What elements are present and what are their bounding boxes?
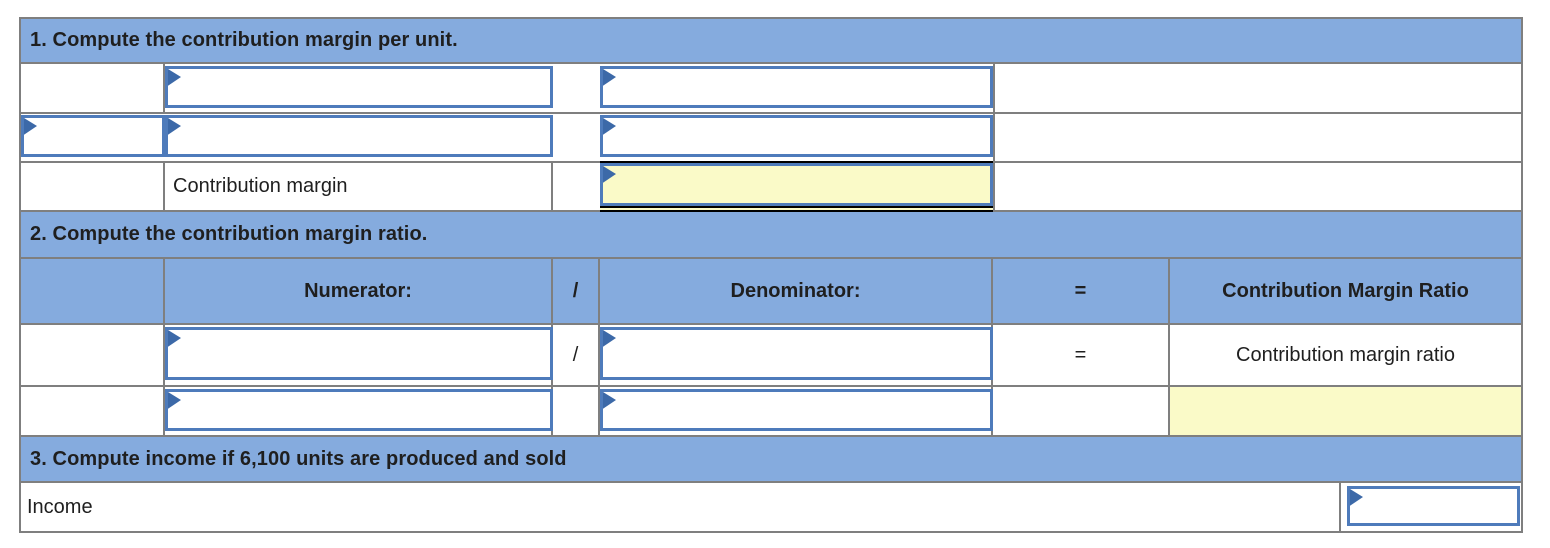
- section2-row2: [21, 387, 1521, 437]
- section1-title: 1. Compute the contribution margin per u…: [30, 29, 458, 51]
- s1-r2-right-blank-cell: [993, 114, 1521, 161]
- s2-row2-denominator-amount-input[interactable]: [600, 389, 993, 431]
- section1-row1: [21, 64, 1521, 114]
- ratio-result-label-cell: Contribution margin ratio: [1170, 325, 1521, 385]
- s1-row2-amount-input[interactable]: [600, 115, 993, 157]
- contribution-margin-label: Contribution margin: [173, 175, 348, 197]
- section2-header: 2. Compute the contribution margin ratio…: [21, 212, 1521, 259]
- section2-column-headers: Numerator: / Denominator: = Contribution…: [21, 259, 1521, 325]
- s1-r3-right-blank-cell: [993, 163, 1521, 210]
- section1-header: 1. Compute the contribution margin per u…: [21, 19, 1521, 64]
- s2-r2-equals-blank-cell: [993, 387, 1170, 435]
- denominator-header-label: Denominator:: [730, 279, 861, 302]
- s2-r2-slash-blank-cell: [553, 387, 600, 435]
- denominator-header-cell: Denominator:: [600, 259, 993, 323]
- s2-r1-equals-cell: =: [993, 325, 1170, 385]
- s1-row1-item-select[interactable]: [165, 66, 553, 108]
- s2-row2-numerator-amount-input[interactable]: [165, 389, 553, 431]
- s1-r1-blank-cell: [21, 64, 165, 112]
- s2-ratio-result-cell: [1170, 387, 1521, 435]
- section3-header: 3. Compute income if 6,100 units are pro…: [21, 437, 1521, 483]
- dropdown-marker-icon: [603, 69, 616, 86]
- section1-row2: [21, 114, 1521, 163]
- slash-header-cell: /: [553, 259, 600, 323]
- section3-title: 3. Compute income if 6,100 units are pro…: [30, 447, 567, 470]
- s1-r1-right-blank-cell: [993, 64, 1521, 112]
- equals-header-cell: =: [993, 259, 1170, 323]
- s2-row1-numerator-select[interactable]: [165, 327, 553, 380]
- ratio-result-label: Contribution margin ratio: [1236, 343, 1455, 366]
- equals-operator: =: [1074, 343, 1087, 366]
- single-rule-line: [600, 161, 993, 163]
- s1-r3-blank-cell: [21, 163, 165, 210]
- section1-row3: Contribution margin: [21, 161, 1521, 214]
- double-rule-line: [600, 206, 993, 214]
- dropdown-marker-icon: [168, 69, 181, 86]
- dropdown-marker-icon: [603, 330, 616, 347]
- dropdown-marker-icon: [1350, 489, 1363, 506]
- ratio-header-cell: Contribution Margin Ratio: [1170, 259, 1521, 323]
- dropdown-marker-icon: [168, 330, 181, 347]
- slash-operator: /: [572, 343, 579, 366]
- s2-r2-blank-cell: [21, 387, 165, 435]
- s1-row2-qualifier-select[interactable]: [21, 115, 165, 157]
- section2-title: 2. Compute the contribution margin ratio…: [30, 223, 428, 245]
- contribution-margin-label-cell: Contribution margin: [165, 163, 553, 210]
- numerator-header-cell: Numerator:: [165, 259, 553, 323]
- income-label-cell: Income: [21, 483, 1341, 531]
- slash-header-label: /: [572, 279, 579, 302]
- dropdown-marker-icon: [168, 392, 181, 409]
- s1-contribution-margin-total-input[interactable]: [600, 163, 993, 206]
- contribution-margin-total-wrap: [600, 161, 993, 214]
- dropdown-marker-icon: [603, 166, 616, 183]
- income-label: Income: [27, 495, 93, 518]
- worksheet-table: 1. Compute the contribution margin per u…: [19, 17, 1523, 533]
- dropdown-marker-icon: [603, 392, 616, 409]
- s2-colhead-blank: [21, 259, 165, 323]
- s2-r1-blank-cell: [21, 325, 165, 385]
- dropdown-marker-icon: [603, 118, 616, 135]
- income-row: Income: [21, 483, 1521, 531]
- numerator-header-label: Numerator:: [304, 279, 412, 302]
- dropdown-marker-icon: [168, 118, 181, 135]
- ratio-header-label: Contribution Margin Ratio: [1222, 279, 1469, 302]
- s1-row2-item-select[interactable]: [165, 115, 553, 157]
- dropdown-marker-icon: [24, 118, 37, 135]
- income-input-cell: [1341, 483, 1521, 531]
- s1-row1-amount-input[interactable]: [600, 66, 993, 108]
- section2-row1: / = Contribution margin ratio: [21, 325, 1521, 387]
- income-amount-input[interactable]: [1347, 486, 1520, 526]
- equals-header-label: =: [1074, 279, 1087, 302]
- s2-row1-denominator-select[interactable]: [600, 327, 993, 380]
- s2-r1-slash-cell: /: [553, 325, 600, 385]
